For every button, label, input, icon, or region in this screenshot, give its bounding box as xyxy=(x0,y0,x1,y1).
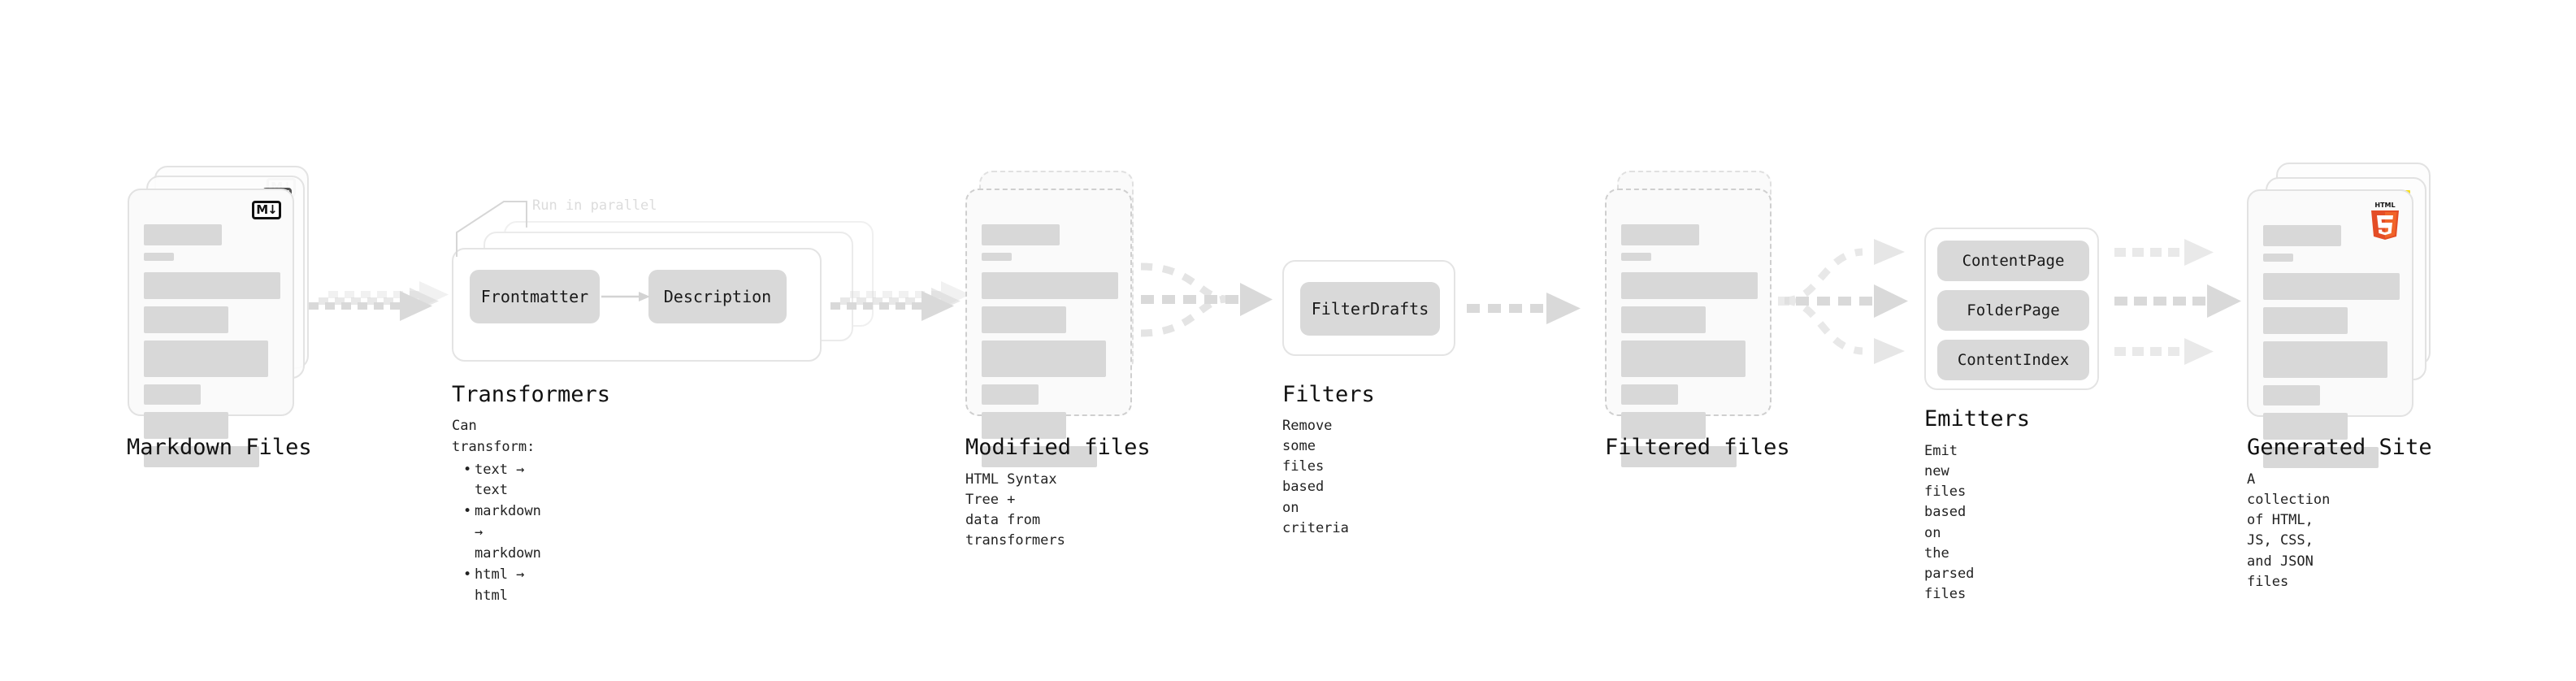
content-bar xyxy=(982,272,1118,299)
content-bar xyxy=(1621,384,1678,405)
filters-description: Remove some files based on criteria xyxy=(1282,418,1349,536)
transformers-lead: Can transform: xyxy=(452,418,536,455)
transformer-pill-description-label: Description xyxy=(663,287,772,306)
markdown-card-front: M↓ xyxy=(128,189,294,467)
site-content-bars xyxy=(2263,225,2400,475)
connector-filtered-to-emitters xyxy=(1778,234,1928,368)
transformer-pill-frontmatter[interactable]: Frontmatter xyxy=(470,270,600,323)
transformer-pill-description[interactable]: Description xyxy=(648,270,787,323)
content-bar xyxy=(144,446,259,467)
emitters-panel: ContentPage FolderPage ContentIndex xyxy=(1924,228,2099,390)
filtered-content-bars xyxy=(1621,224,1758,475)
run-in-parallel-label: Run in parallel xyxy=(532,197,657,214)
modified-files-title: Modified files xyxy=(965,435,1151,460)
content-bar xyxy=(2263,307,2348,334)
content-bar xyxy=(2263,341,2387,378)
modified-card-front xyxy=(965,189,1132,467)
connector-filters-to-filtered xyxy=(1467,286,1597,335)
transformers-title: Transformers xyxy=(452,382,611,407)
content-bar xyxy=(982,306,1066,333)
filter-pill-filterdrafts[interactable]: FilterDrafts xyxy=(1300,282,1440,336)
transformer-pill-frontmatter-label: Frontmatter xyxy=(480,287,589,306)
connector-modified-to-filters xyxy=(1136,244,1290,358)
transform-bullet-markdown: markdown → markdown xyxy=(463,501,541,564)
filter-pill-filterdrafts-label: FilterDrafts xyxy=(1311,299,1429,319)
modified-files-description: HTML Syntax Tree + data from transformer… xyxy=(965,471,1065,549)
emitter-pill-folderpage-label: FolderPage xyxy=(1967,301,2060,319)
generated-site-title: Generated Site xyxy=(2247,435,2432,460)
transformers-panel-front: Frontmatter Description xyxy=(452,248,822,362)
emitter-pill-contentpage-label: ContentPage xyxy=(1962,252,2065,270)
content-bar xyxy=(982,253,1012,261)
site-card-front: HTML xyxy=(2247,189,2413,468)
markdown-icon: M↓ xyxy=(252,201,281,219)
content-bar xyxy=(2263,225,2341,246)
emitters-description: Emit new files based on the parsed files xyxy=(1924,443,1975,603)
content-bar xyxy=(982,384,1039,405)
filtered-files-title: Filtered files xyxy=(1605,435,1790,460)
content-bar xyxy=(144,272,280,299)
transform-bullet-html: html → html xyxy=(463,565,541,607)
connector-transformers-to-modified xyxy=(830,268,977,341)
filters-title: Filters xyxy=(1282,382,1375,407)
content-bar xyxy=(1621,306,1706,333)
emitter-pill-contentindex-label: ContentIndex xyxy=(1957,351,2070,369)
filtered-card-front xyxy=(1605,189,1772,467)
run-in-parallel-bracket xyxy=(456,201,527,257)
content-bar xyxy=(982,446,1097,467)
content-bar xyxy=(144,412,228,439)
content-bar xyxy=(144,224,222,245)
content-bar xyxy=(982,224,1060,245)
content-bar xyxy=(1621,340,1746,377)
content-bar xyxy=(144,306,228,333)
filters-panel: FilterDrafts xyxy=(1282,260,1455,356)
modified-content-bars xyxy=(982,224,1118,475)
content-bar xyxy=(144,340,268,377)
content-bar xyxy=(982,412,1066,439)
connector-emitters-to-site xyxy=(2111,234,2270,368)
svg-text:HTML: HTML xyxy=(2374,202,2395,209)
content-bar xyxy=(1621,224,1699,245)
transform-bullet-text: text → text xyxy=(463,460,541,502)
content-bar xyxy=(1621,272,1758,299)
emitter-pill-folderpage[interactable]: FolderPage xyxy=(1937,290,2089,331)
content-bar xyxy=(1621,412,1706,439)
transformers-bullets: Can transform: text → text markdown → ma… xyxy=(452,416,541,606)
markdown-files-title: Markdown Files xyxy=(127,435,312,460)
emitters-title: Emitters xyxy=(1924,406,2031,432)
content-bar xyxy=(144,253,174,261)
content-bar xyxy=(2263,254,2293,262)
content-bar xyxy=(2263,413,2348,440)
content-bar xyxy=(1621,446,1737,467)
connector-md-to-transformers xyxy=(309,268,455,341)
markdown-content-bars xyxy=(144,224,280,475)
content-bar xyxy=(2263,273,2400,300)
emitter-pill-contentpage[interactable]: ContentPage xyxy=(1937,241,2089,281)
generated-site-description: A collection of HTML, JS, CSS, and JSON … xyxy=(2247,471,2331,590)
emitter-pill-contentindex[interactable]: ContentIndex xyxy=(1937,340,2089,380)
html5-icon: HTML xyxy=(2368,201,2402,241)
content-bar xyxy=(144,384,201,405)
content-bar xyxy=(2263,447,2379,468)
content-bar xyxy=(982,340,1106,377)
content-bar xyxy=(1621,253,1651,261)
content-bar xyxy=(2263,385,2320,406)
